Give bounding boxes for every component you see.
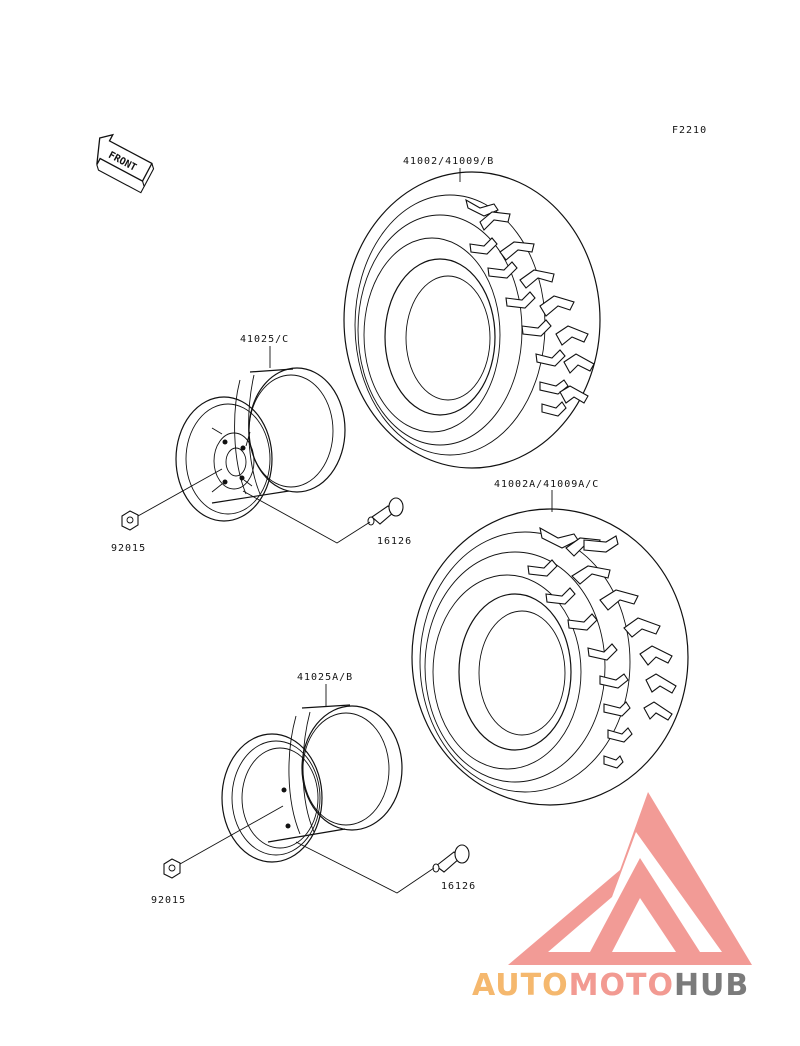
nut-rear (163, 858, 181, 879)
leader-valve-rear (295, 841, 435, 894)
leader-nut-front (137, 468, 223, 517)
watermark-auto: AUTO (472, 968, 569, 1003)
watermark-hub: HUB (674, 968, 749, 1003)
tread-blocks-rear (527, 526, 677, 769)
watermark-moto: MOTO (569, 968, 674, 1003)
valve-rear (432, 844, 470, 873)
front-arrow-icon: FRONT (96, 133, 155, 194)
leader-valve-front (242, 490, 371, 544)
label-wheel-front: 41025/C (240, 334, 289, 345)
label-nut-rear: 92015 (151, 895, 186, 906)
tread-blocks-front (465, 198, 595, 417)
wheel-front (175, 367, 346, 522)
label-tire-front: 41002/41009/B (403, 156, 494, 167)
svg-text:AUTOMOTOHUB: AUTOMOTOHUB (472, 968, 749, 1003)
leader-nut-rear (179, 805, 284, 865)
nut-front (121, 510, 139, 531)
tire-front (343, 171, 601, 469)
wheel-rear (221, 704, 403, 863)
label-valve-rear: 16126 (441, 881, 476, 892)
label-wheel-rear: 41025A/B (297, 672, 353, 683)
label-tire-rear: 41002A/41009A/C (494, 479, 599, 490)
watermark-logo-icon (508, 792, 752, 965)
valve-front (367, 497, 404, 526)
label-nut-front: 92015 (111, 543, 146, 554)
tire-rear (411, 508, 689, 806)
watermark-text: AUTOMOTOHUB (472, 968, 749, 1003)
label-valve-front: 16126 (377, 536, 412, 547)
figure-code: F2210 (672, 125, 707, 136)
